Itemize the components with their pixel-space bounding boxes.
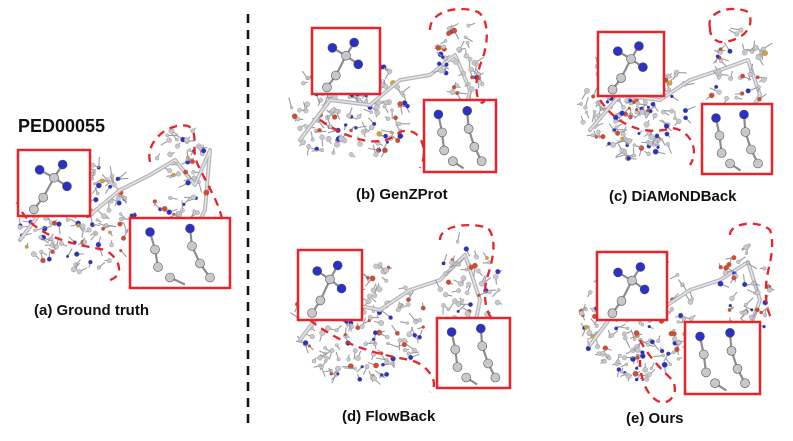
highlight-region-outline [428, 7, 488, 104]
panel-diamondback [576, 7, 774, 176]
highlight-region-outline [319, 119, 425, 169]
zoom-inset-sidechain [596, 30, 666, 98]
highlight-region-outline [21, 211, 121, 282]
highlight-region-outline [148, 124, 224, 221]
highlight-region-outline [309, 319, 436, 393]
caption-ours: (e) Ours [626, 410, 684, 427]
zoom-inset-sidechain [16, 148, 92, 218]
highlight-region-outline [728, 222, 774, 320]
zoom-inset-sidechain [310, 26, 382, 96]
panel-flowback [290, 223, 512, 393]
protein-id-label: PED00055 [18, 116, 106, 136]
panel-genzprot [288, 7, 498, 174]
caption-flowback: (d) FlowBack [342, 408, 436, 425]
caption-diamondback: (c) DiAMoNDBack [609, 188, 737, 205]
highlight-region-outline [599, 99, 696, 166]
zoom-inset-sidechain [296, 248, 364, 322]
zoom-inset-sidechain [595, 250, 669, 322]
zoom-inset-terminus [128, 216, 232, 290]
highlight-region-outline [438, 223, 495, 320]
caption-ground-truth: (a) Ground truth [34, 302, 149, 319]
caption-genzprot: (b) GenZProt [356, 186, 448, 203]
highlight-region-outline [638, 339, 677, 404]
panel-ours [578, 222, 775, 404]
panel-ground-truth [15, 124, 232, 290]
highlight-region-outline [708, 7, 752, 44]
